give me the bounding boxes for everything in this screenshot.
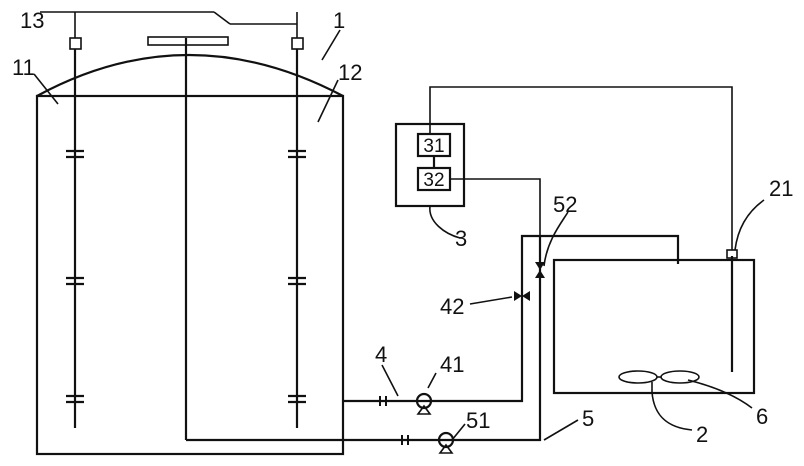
- tank-dome: [36, 54, 344, 97]
- module-a-label: 31: [423, 136, 444, 157]
- valve-b: [535, 262, 545, 278]
- label-valve-b: 52: [553, 192, 577, 217]
- vent-left: [69, 37, 82, 50]
- pump-a-base: [416, 404, 432, 415]
- label-basin: 2: [696, 422, 708, 447]
- signal-wire: [429, 86, 733, 250]
- rod-right-flanges: [288, 149, 306, 404]
- label-chamber-left: 11: [12, 55, 35, 80]
- module-b-label: 32: [423, 170, 444, 191]
- rod-left-flanges: [66, 149, 84, 404]
- label-tank: 1: [333, 8, 345, 33]
- vent-right: [291, 37, 304, 50]
- pump-b-base: [438, 443, 454, 454]
- label-sensor: 21: [769, 176, 793, 201]
- basin-body: [552, 258, 756, 395]
- sensor-head: [726, 249, 738, 259]
- pipe-a: [343, 234, 680, 415]
- label-pipe-a: 4: [375, 342, 387, 367]
- treatment-basin: [552, 249, 756, 395]
- tank-body: [35, 94, 345, 456]
- vent-assembly: [40, 11, 304, 50]
- label-pump-b: 51: [466, 408, 490, 433]
- label-valve-a: 42: [440, 294, 464, 319]
- label-aerator: 6: [756, 404, 768, 429]
- controller: 31 32: [394, 122, 466, 208]
- control-wire: [450, 178, 541, 262]
- vent-leader-bend: [213, 11, 231, 25]
- label-pipe-b: 5: [582, 406, 594, 431]
- pipe-a-fitting: [379, 396, 387, 406]
- storage-tank: [35, 36, 345, 456]
- leader-lines: [33, 29, 765, 441]
- label-chamber-right: 12: [338, 60, 362, 85]
- rod-left: [66, 49, 84, 428]
- pump-a: [415, 392, 433, 410]
- pipe-b: [186, 236, 545, 454]
- aerator-left: [618, 370, 658, 384]
- part-labels: 13 1 11 12 3 52 21 42 4 41 5 51 2 6: [12, 8, 793, 447]
- valve-a: [514, 291, 530, 301]
- pipe-b-fitting: [401, 435, 409, 445]
- label-vent: 13: [20, 8, 44, 33]
- label-pump-a: 41: [440, 352, 464, 377]
- rod-right: [288, 49, 306, 428]
- tank-hatch: [147, 36, 229, 46]
- label-controller: 3: [455, 226, 467, 251]
